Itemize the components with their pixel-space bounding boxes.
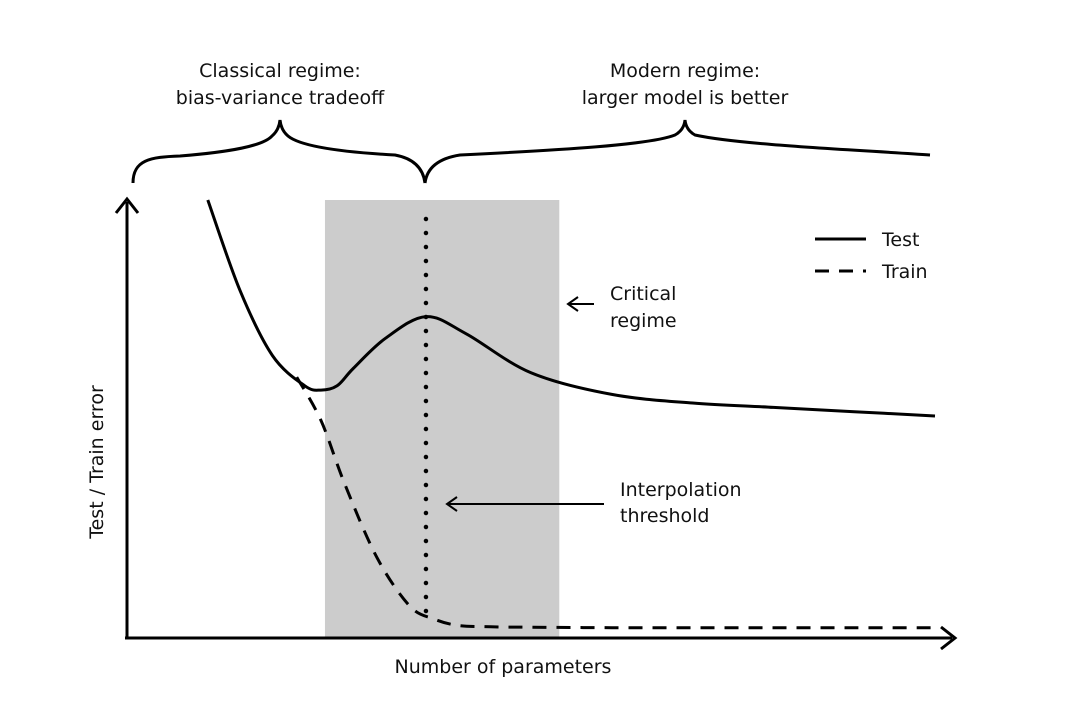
- modern-regime-title: Modern regime:: [610, 60, 760, 82]
- test-error-curve: [206, 199, 936, 418]
- x-axis-arrow-icon: [940, 625, 958, 651]
- x-axis-label: Number of parameters: [395, 656, 612, 678]
- interpolation-label-line2: threshold: [620, 505, 709, 527]
- critical-arrow-icon: [566, 296, 579, 312]
- critical-label-line2: regime: [610, 310, 677, 332]
- critical-regime-annotation: Critical regime: [566, 283, 677, 332]
- critical-regime-shade: [324, 200, 560, 638]
- legend-test-label: Test: [881, 229, 919, 251]
- modern-regime-subtitle: larger model is better: [582, 87, 789, 109]
- classical-regime-brace: [131, 119, 427, 184]
- interpolation-arrow-icon: [445, 496, 458, 512]
- legend: Test Train: [815, 229, 928, 283]
- critical-label-line1: Critical: [610, 283, 676, 305]
- classical-regime-subtitle: bias-variance tradeoff: [176, 87, 385, 109]
- y-axis-label: Test / Train error: [86, 385, 108, 540]
- train-error-curve: [295, 376, 935, 630]
- axes: [114, 196, 958, 651]
- classical-regime-title: Classical regime:: [199, 60, 361, 82]
- modern-regime-brace: [423, 119, 931, 184]
- interpolation-label-line1: Interpolation: [620, 479, 742, 501]
- legend-train-label: Train: [881, 261, 928, 283]
- y-axis-arrow-icon: [114, 196, 140, 214]
- interpolation-annotation: Interpolation threshold: [445, 479, 742, 527]
